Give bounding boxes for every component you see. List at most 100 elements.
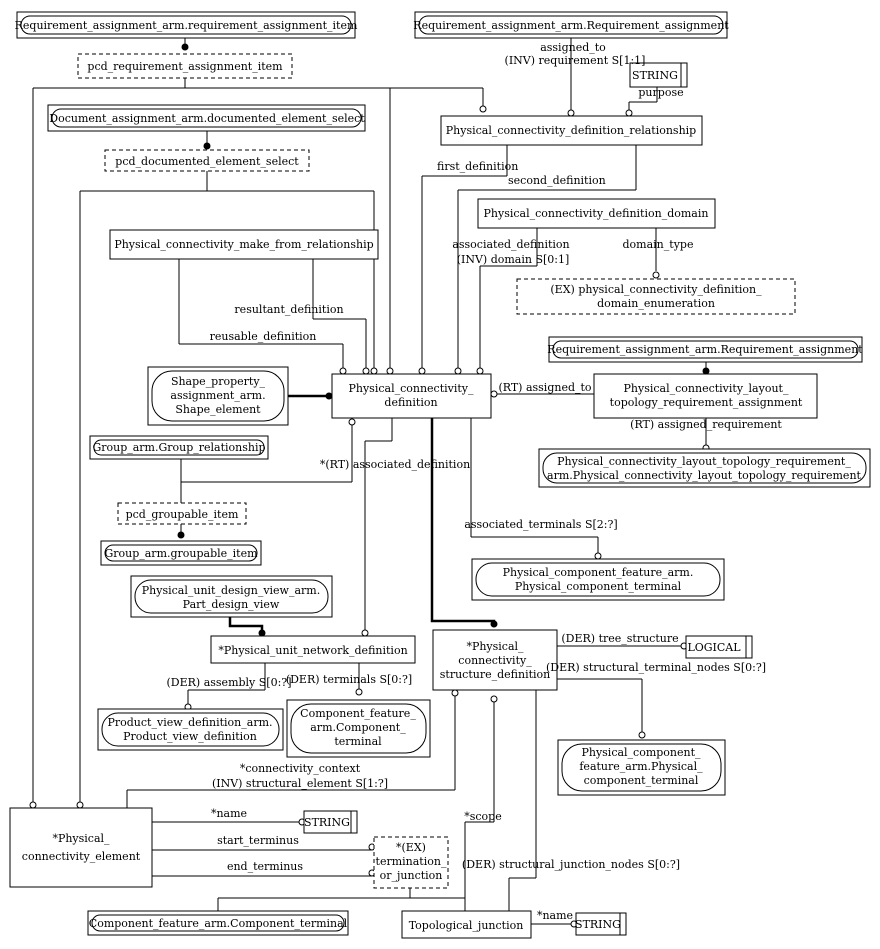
node-part-design-view: Physical_unit_design_view_arm. Part_desi…	[130, 575, 333, 618]
node-label: Component_feature_arm.Component_terminal	[89, 917, 348, 930]
node-unit-network-definition: *Physical_unit_network_definition	[210, 635, 416, 664]
node-requirement-assignment-right: Requirement_assignment_arm.Requirement_a…	[547, 336, 863, 363]
edge-labels: assigned_to (INV) requirement S[1:1] pur…	[167, 41, 783, 922]
label-der-structural-junction-nodes: (DER) structural_junction_nodes S[0:?]	[462, 858, 680, 871]
node-shape-element: Shape_property_ assignment_arm. Shape_el…	[147, 366, 289, 426]
node-label-line-3: structure_definition	[440, 668, 550, 681]
node-label-line-3: Shape_element	[175, 403, 261, 416]
node-termination-or-junction: *(EX) termination_ or_junction	[373, 836, 449, 889]
label-rt-assigned-requirement: (RT) assigned_requirement	[630, 418, 782, 431]
label-der-terminals: (DER) terminals S[0:?]	[286, 673, 412, 686]
node-label: STRING	[575, 918, 621, 931]
node-label: pcd_groupable_item	[126, 508, 239, 521]
node-pcd-main: Physical_connectivity_ definition	[331, 373, 492, 419]
node-group-relationship: Group_arm.Group_relationship	[89, 435, 269, 460]
node-requirement-assignment-item: Requirement_assignment_arm.requirement_a…	[15, 11, 358, 39]
node-pcd-domain: Physical_connectivity_definition_domain	[477, 198, 716, 229]
node-label-line-1: Physical_connectivity_layout_	[624, 382, 789, 395]
node-pcd-relationship: Physical_connectivity_definition_relatio…	[440, 115, 703, 146]
node-document-assignment-select: Document_assignment_arm.documented_eleme…	[47, 104, 366, 132]
label-reusable-definition: reusable_definition	[210, 330, 317, 343]
label-der-tree-structure: (DER) tree_structure	[561, 632, 678, 645]
label-name-2: *name	[537, 909, 573, 922]
node-label-line-2: termination_	[376, 855, 447, 868]
node-label-line-2: arm.Component_	[310, 721, 406, 734]
node-label: STRING	[632, 69, 678, 82]
node-layout-topology-requirement: Physical_connectivity_layout_topology_re…	[538, 448, 871, 488]
node-label-line-2: Product_view_definition	[123, 730, 257, 743]
node-label: Physical_connectivity_definition_domain	[484, 207, 709, 220]
node-label-line-2: connectivity_	[458, 654, 532, 667]
node-label-line-1: *Physical_	[52, 832, 110, 845]
node-label: STRING	[304, 816, 350, 829]
node-label-line-2: domain_enumeration	[597, 297, 715, 310]
node-label: pcd_requirement_assignment_item	[87, 60, 283, 73]
node-label: pcd_documented_element_select	[115, 155, 299, 168]
node-logical: LOGICAL	[685, 635, 753, 659]
node-structure-definition: *Physical_ connectivity_ structure_defin…	[432, 629, 558, 691]
node-make-from-relationship: Physical_connectivity_make_from_relation…	[109, 229, 379, 260]
node-label: Requirement_assignment_arm.Requirement_a…	[547, 343, 863, 356]
node-requirement-assignment-top: Requirement_assignment_arm.Requirement_a…	[413, 11, 729, 39]
node-label-line-3: terminal	[334, 735, 382, 748]
node-label: Physical_connectivity_definition_relatio…	[446, 124, 696, 137]
node-layout-topology-assignment: Physical_connectivity_layout_ topology_r…	[593, 373, 818, 419]
node-domain-enumeration: (EX) physical_connectivity_definition_ d…	[516, 278, 796, 315]
label-start-terminus: start_terminus	[217, 834, 299, 847]
node-product-view-definition: Product_view_definition_arm. Product_vie…	[97, 708, 284, 751]
label-end-terminus: end_terminus	[227, 860, 303, 873]
node-label-line-2: Part_design_view	[183, 598, 280, 611]
node-string-name-1: STRING	[303, 810, 358, 834]
node-label-line-1: Physical_component_	[581, 746, 701, 759]
node-component-terminal-right: Physical_component_feature_arm. Physical…	[471, 558, 725, 601]
node-label: Physical_connectivity_make_from_relation…	[114, 238, 373, 251]
label-inv-requirement: (INV) requirement S[1:1]	[505, 54, 646, 67]
node-topological-junction: Topological_junction	[401, 910, 532, 939]
node-label-line-2: topology_requirement_assignment	[610, 396, 803, 409]
node-string-purpose: STRING	[629, 62, 688, 88]
node-label: LOGICAL	[687, 641, 741, 654]
label-der-structural-terminal-nodes: (DER) structural_terminal_nodes S[0:?]	[546, 661, 766, 674]
label-name-1: *name	[211, 807, 247, 820]
node-label-line-2: arm.Physical_connectivity_layout_topolog…	[547, 469, 861, 482]
node-label-line-3: component_terminal	[584, 774, 699, 787]
label-connectivity-context: *connectivity_context	[240, 762, 361, 775]
label-associated-definition: associated_definition	[452, 238, 569, 251]
node-label-line-1: Product_view_definition_arm.	[107, 716, 272, 729]
node-label-line-1: Shape_property_	[171, 375, 266, 388]
label-domain-type: domain_type	[623, 238, 694, 251]
label-assigned-to: assigned_to	[540, 41, 606, 54]
node-label-line-1: *Physical_	[466, 640, 524, 653]
node-physical-connectivity-element: *Physical_ connectivity_element	[9, 807, 153, 888]
label-rt-assigned-to: (RT) assigned_to	[498, 381, 591, 394]
node-label-line-1: Physical_unit_design_view_arm.	[142, 584, 320, 597]
node-label-line-2: Physical_component_terminal	[515, 580, 682, 593]
node-label-line-2: connectivity_element	[22, 850, 141, 863]
label-second-definition: second_definition	[508, 174, 606, 187]
label-inv-structural-element: (INV) structural_element S[1:?]	[212, 777, 388, 790]
node-label-line-2: definition	[384, 396, 437, 409]
node-label-line-1: Physical_component_feature_arm.	[503, 566, 694, 579]
label-first-definition: first_definition	[437, 160, 518, 173]
node-label-line-1: Physical_connectivity_layout_topology_re…	[557, 455, 851, 468]
node-label-line-1: Component_feature_	[300, 707, 416, 720]
node-pcd-requirement-assignment-item: pcd_requirement_assignment_item	[77, 53, 293, 79]
node-pcd-documented-element-select: pcd_documented_element_select	[104, 149, 310, 172]
node-component-feature-terminal: Component_feature_ arm.Component_ termin…	[286, 699, 431, 758]
node-string-name-2: STRING	[575, 912, 627, 936]
node-label-line-2: feature_arm.Physical_	[579, 760, 703, 773]
node-label: *Physical_unit_network_definition	[218, 644, 407, 657]
node-label: Requirement_assignment_arm.requirement_a…	[15, 19, 358, 32]
node-component-terminal-lower: Physical_component_ feature_arm.Physical…	[557, 739, 726, 796]
label-rt-associated-definition: *(RT) associated_definition	[320, 458, 470, 471]
node-label: Requirement_assignment_arm.Requirement_a…	[413, 19, 729, 32]
node-groupable-item: Group_arm.groupable_item	[100, 540, 262, 566]
label-inv-domain: (INV) domain S[0:1]	[457, 253, 570, 266]
label-resultant-definition: resultant_definition	[234, 303, 343, 316]
label-associated-terminals: associated_terminals S[2:?]	[464, 518, 617, 531]
node-label-line-1: Physical_connectivity_	[348, 382, 474, 395]
node-label-line-1: *(EX)	[396, 841, 426, 854]
label-scope: *scope	[464, 810, 501, 823]
node-label: Group_arm.Group_relationship	[92, 441, 265, 454]
